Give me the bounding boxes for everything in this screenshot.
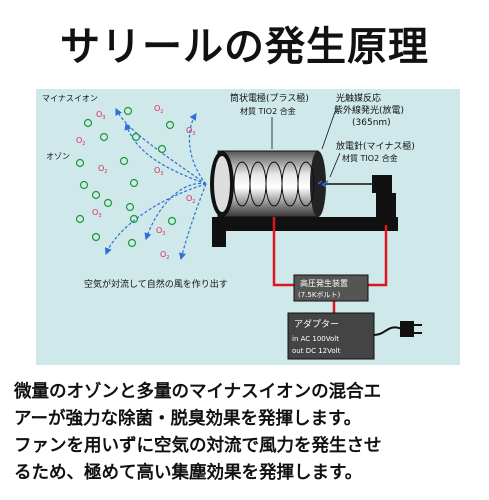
convection-label: 空気が対流して自然の風を作り出す [84, 278, 228, 290]
caption-line-2: アーが強力な除菌・脱臭効果を発揮します。 [14, 409, 362, 429]
electrode-label: 筒状電極(プラス極) [230, 92, 309, 104]
ozone-molecules: O3 O2 O3 O2 O3 O2 O2 O3 O2 O3 [76, 104, 195, 261]
svg-text:O3: O3 [186, 126, 195, 137]
uv-label: 紫外線発光(放電) [334, 104, 404, 116]
adapter-in: in AC 100Volt [292, 335, 339, 343]
wavelength-label: (365nm) [352, 118, 391, 128]
generation-principle-diagram: マイナスイオン オゾン 筒状電極(プラス極) 材質 TIO2 合金 光触媒反応 … [36, 89, 460, 365]
page-title: サリールの発生原理 [60, 23, 429, 70]
svg-text:O2: O2 [186, 194, 195, 205]
cylinder-electrode [210, 150, 326, 218]
minus-ion-label: マイナスイオン [42, 94, 98, 103]
caption-line-3: ファンを用いずに空気の対流で風力を発生させ [14, 436, 382, 456]
caption-line-1: 微量のオゾンと多量のマイナスイオンの混合エ [14, 382, 382, 402]
svg-text:O3: O3 [156, 226, 165, 237]
ozone-label: オゾン [46, 152, 70, 161]
plug-icon [400, 321, 414, 337]
adapter-label: アダプター [294, 318, 339, 330]
electrode-material: 材質 TIO2 合金 [240, 106, 296, 116]
adapter: アダプター in AC 100Volt out DC 12Volt [287, 312, 422, 360]
high-voltage-device: 高圧発生装置 (7.5Kボルト) [293, 274, 369, 302]
hv-voltage-label: (7.5Kボルト) [298, 291, 340, 299]
svg-text:O2: O2 [160, 250, 169, 261]
minus-ions [75, 106, 177, 248]
discharge-needle [212, 175, 398, 247]
svg-text:O2: O2 [98, 164, 107, 175]
diagram-svg: マイナスイオン オゾン 筒状電極(プラス極) 材質 TIO2 合金 光触媒反応 … [42, 92, 422, 360]
convection-arrows [104, 107, 207, 261]
svg-text:O2: O2 [154, 104, 163, 115]
caption-line-4: るため、極めて高い集塵効果を発揮します。 [14, 463, 363, 483]
svg-text:O2: O2 [76, 136, 85, 147]
needle-material: 材質 TIO2 合金 [342, 153, 398, 163]
svg-text:O3: O3 [96, 110, 105, 121]
svg-text:O3: O3 [154, 166, 163, 177]
hv-device-label: 高圧発生装置 [300, 278, 348, 288]
needle-leader [329, 152, 341, 178]
adapter-out: out DC 12Volt [292, 347, 341, 355]
uv-leader [321, 108, 337, 150]
photocatalyst-label: 光触媒反応 [336, 92, 381, 104]
needle-label: 放電針(マイナス極) [336, 140, 415, 152]
svg-text:O3: O3 [92, 208, 101, 219]
description-text: 微量のオゾンと多量のマイナスイオンの混合エ アーが強力な除菌・脱臭効果を発揮しま… [14, 379, 484, 487]
